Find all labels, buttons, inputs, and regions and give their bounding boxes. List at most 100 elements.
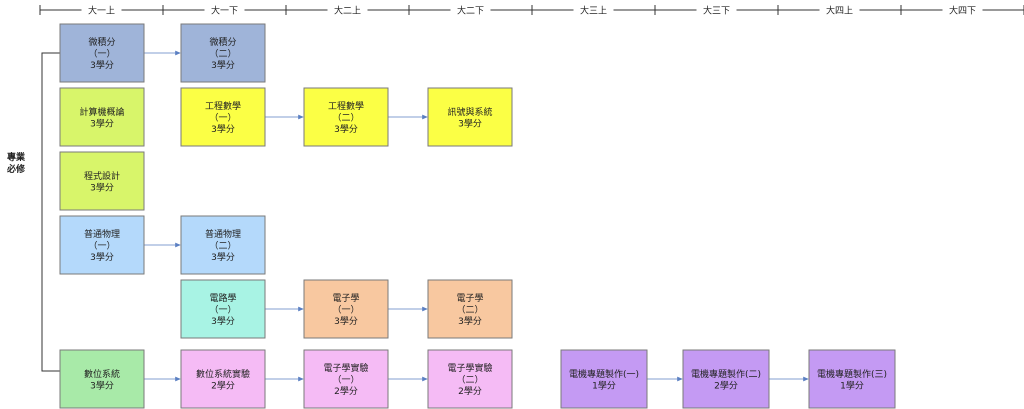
course-text-line: 數位系統實驗 bbox=[196, 368, 250, 380]
course-text-line: 工程數學 bbox=[328, 100, 364, 112]
course-box-fill bbox=[303, 349, 389, 409]
course-text-line: 3學分 bbox=[458, 117, 482, 129]
course-box-fill bbox=[427, 87, 513, 147]
course-text-line: 普通物理 bbox=[84, 228, 120, 240]
course-text-line: （一） bbox=[88, 241, 115, 252]
course-box-eng-math1: 工程數學（一）3學分 bbox=[180, 87, 266, 147]
category-label: 專業 bbox=[7, 151, 26, 163]
course-box-fill bbox=[560, 349, 648, 409]
semester-label-bg bbox=[942, 4, 983, 16]
course-box-calc2: 微積分（二）3學分 bbox=[180, 23, 266, 83]
course-box-project1: 電機專題製作(一)1學分 bbox=[560, 349, 648, 409]
course-text-line: 電路學 bbox=[209, 292, 236, 304]
course-box-calc1: 微積分（一）3學分 bbox=[59, 23, 145, 83]
semester-label-bg bbox=[327, 4, 368, 16]
course-text-line: 工程數學 bbox=[205, 100, 241, 112]
course-text-line: 數位系統 bbox=[84, 368, 120, 380]
course-box-fill bbox=[59, 23, 145, 83]
semester-label: 大四下 bbox=[949, 5, 976, 17]
course-box-fill bbox=[682, 349, 770, 409]
course-box-fill bbox=[59, 215, 145, 275]
course-text-line: （二） bbox=[209, 49, 236, 60]
course-text-line: 3學分 bbox=[211, 123, 235, 135]
semester-label: 大一上 bbox=[88, 5, 115, 17]
course-box-elec-lab1: 電子學實驗（一）2學分 bbox=[303, 349, 389, 409]
course-text-line: 電機專題製作(一) bbox=[569, 368, 639, 380]
course-box-fill bbox=[180, 279, 266, 339]
course-text-line: 程式設計 bbox=[84, 170, 120, 182]
course-text-line: 3學分 bbox=[211, 59, 235, 71]
course-text-line: 2學分 bbox=[211, 379, 235, 391]
semester-label-bg bbox=[81, 4, 122, 16]
course-text-line: 3學分 bbox=[90, 181, 114, 193]
course-box-fill bbox=[59, 151, 145, 211]
course-box-fill bbox=[303, 279, 389, 339]
course-text-line: 2學分 bbox=[714, 379, 738, 391]
course-text-line: （一） bbox=[332, 305, 359, 316]
semester-label: 大三下 bbox=[703, 5, 730, 17]
course-box-circuits: 電路學（一）3學分 bbox=[180, 279, 266, 339]
course-text-line: 微積分 bbox=[209, 36, 236, 48]
course-text-line: 電子學實驗 bbox=[323, 362, 368, 374]
course-text-line: （二） bbox=[456, 305, 483, 316]
semester-label: 大四上 bbox=[826, 5, 853, 17]
course-box-fill bbox=[59, 349, 145, 409]
course-text-line: 電機專題製作(二) bbox=[691, 368, 761, 380]
course-text-line: 電機專題製作(三) bbox=[817, 368, 887, 380]
course-text-line: 計算機概論 bbox=[79, 106, 124, 118]
course-text-line: 電子學 bbox=[456, 292, 483, 304]
course-text-line: 3學分 bbox=[90, 117, 114, 129]
course-box-elec-lab2: 電子學實驗（二）2學分 bbox=[427, 349, 513, 409]
course-box-project2: 電機專題製作(二)2學分 bbox=[682, 349, 770, 409]
course-box-physics1: 普通物理（一）3學分 bbox=[59, 215, 145, 275]
semester-label-bg bbox=[204, 4, 245, 16]
course-text-line: （一） bbox=[209, 113, 236, 124]
course-text-line: 普通物理 bbox=[205, 228, 241, 240]
course-boxes: 微積分（一）3學分微積分（二）3學分計算機概論3學分工程數學（一）3學分工程數學… bbox=[59, 23, 896, 409]
course-box-fill bbox=[303, 87, 389, 147]
bracket-line bbox=[41, 52, 60, 372]
semester-label-bg bbox=[450, 4, 491, 16]
course-text-line: 1學分 bbox=[840, 379, 864, 391]
course-text-line: 微積分 bbox=[88, 36, 115, 48]
course-box-fill bbox=[427, 349, 513, 409]
course-box-electronics1: 電子學（一）3學分 bbox=[303, 279, 389, 339]
course-text-line: 訊號與系統 bbox=[447, 106, 492, 118]
semester-label-bg bbox=[696, 4, 737, 16]
course-text-line: （二） bbox=[209, 241, 236, 252]
semester-label-bg bbox=[573, 4, 614, 16]
course-box-fill bbox=[180, 349, 266, 409]
course-box-physics2: 普通物理（二）3學分 bbox=[180, 215, 266, 275]
course-arrows bbox=[144, 50, 809, 382]
semester-label: 大一下 bbox=[211, 5, 238, 17]
course-text-line: 3學分 bbox=[334, 315, 358, 327]
course-text-line: 3學分 bbox=[211, 315, 235, 327]
semester-label: 大二下 bbox=[457, 5, 484, 17]
course-text-line: 2學分 bbox=[334, 385, 358, 397]
course-box-electronics2: 電子學（二）3學分 bbox=[427, 279, 513, 339]
course-text-line: （二） bbox=[332, 113, 359, 124]
course-text-line: 3學分 bbox=[334, 123, 358, 135]
course-text-line: （一） bbox=[209, 305, 236, 316]
course-box-fill bbox=[180, 215, 266, 275]
category-label: 必修 bbox=[6, 163, 26, 175]
course-box-fill bbox=[180, 23, 266, 83]
semester-timeline: 大一上大一下大二上大二下大三上大三下大四上大四下 bbox=[39, 4, 1024, 17]
course-text-line: 3學分 bbox=[211, 251, 235, 263]
course-text-line: 2學分 bbox=[458, 385, 482, 397]
course-text-line: 3學分 bbox=[458, 315, 482, 327]
course-text-line: （一） bbox=[332, 375, 359, 386]
course-text-line: 3學分 bbox=[90, 59, 114, 71]
semester-label: 大三上 bbox=[580, 5, 607, 17]
course-box-fill bbox=[427, 279, 513, 339]
course-text-line: 電子學 bbox=[332, 292, 359, 304]
course-text-line: （二） bbox=[456, 375, 483, 386]
course-box-fill bbox=[180, 87, 266, 147]
